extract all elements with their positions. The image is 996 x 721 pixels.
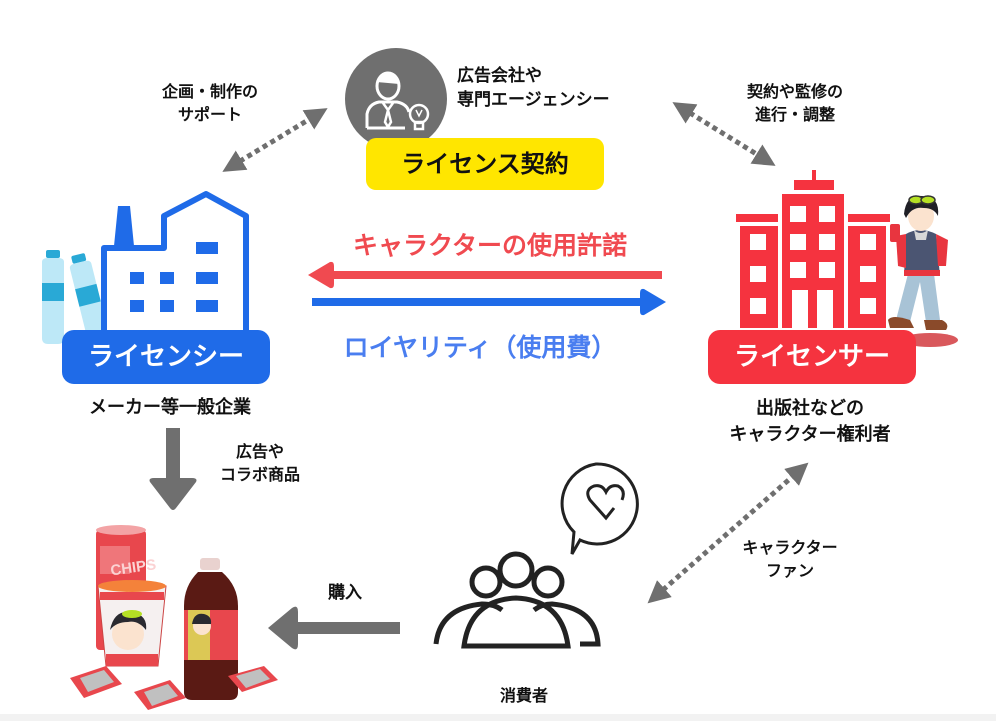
agency-icon bbox=[345, 48, 447, 150]
licensor-description: 出版社などの キャラクター権利者 bbox=[690, 396, 930, 448]
heart-speech-bubble-icon bbox=[560, 462, 639, 555]
agency-licensee-dotted-arrow bbox=[222, 108, 328, 172]
licensee-description: メーカー等一般企業 bbox=[89, 397, 251, 418]
license-contract-label: ライセンス契約 bbox=[401, 150, 569, 178]
advertising-note-line2: コラボ商品 bbox=[219, 465, 300, 484]
factory-icon bbox=[101, 191, 249, 341]
down-arrow bbox=[149, 428, 197, 510]
water-bottle-icon bbox=[42, 250, 64, 344]
character-stickers bbox=[70, 666, 278, 710]
chips-can-label: CHIPS bbox=[109, 556, 157, 579]
consumer-label: 消費者 bbox=[499, 686, 548, 705]
licensee-badge-label: ライセンシー bbox=[87, 342, 244, 372]
collab-products-illustration: CHIPS bbox=[70, 525, 278, 710]
flow-arrows bbox=[308, 261, 666, 316]
people-group-icon bbox=[433, 551, 601, 649]
character-figure bbox=[888, 195, 958, 347]
consumer-illustration bbox=[433, 462, 639, 649]
fan-note: キャラクター ファン bbox=[730, 536, 850, 582]
businessman-lightbulb-icon bbox=[365, 71, 430, 131]
purchase-arrow bbox=[268, 606, 400, 650]
purchase-label: 購入 bbox=[328, 583, 362, 603]
agency-label-line1: 広告会社や bbox=[457, 66, 542, 86]
cola-bottle bbox=[184, 558, 238, 700]
fan-note-line1: キャラクター bbox=[742, 538, 838, 557]
bottom-divider bbox=[0, 714, 996, 721]
agency-label: 広告会社や 専門エージェンシー bbox=[457, 64, 610, 112]
water-bottle-icon bbox=[69, 253, 111, 348]
licensee-badge: ライセンシー bbox=[62, 330, 270, 384]
building-windows bbox=[750, 206, 876, 328]
licensor-description-line1: 出版社などの bbox=[756, 398, 864, 419]
licensor-badge-label: ライセンサー bbox=[733, 342, 890, 372]
agency-licensor-dotted-arrow bbox=[672, 102, 776, 166]
royalty-arrow bbox=[312, 288, 666, 316]
licensor-badge: ライセンサー bbox=[708, 330, 916, 384]
supervision-note-line1: 契約や監修の bbox=[746, 82, 843, 101]
licensor-description-line2: キャラクター権利者 bbox=[729, 424, 891, 445]
license-contract-badge: ライセンス契約 bbox=[366, 138, 604, 190]
licensor-illustration bbox=[736, 170, 958, 347]
fan-note-line2: ファン bbox=[765, 561, 814, 580]
advertising-note-line1: 広告や bbox=[235, 442, 284, 461]
royalty-label: ロイヤリティ（使用費） bbox=[343, 333, 617, 362]
agency-label-line2: 専門エージェンシー bbox=[457, 90, 610, 110]
support-note-line1: 企画・制作の bbox=[161, 82, 258, 101]
advertising-note: 広告や コラボ商品 bbox=[200, 440, 320, 486]
permission-arrow bbox=[308, 261, 662, 289]
permission-label: キャラクターの使用許諾 bbox=[352, 231, 627, 260]
consumer-licensor-dotted-arrow bbox=[647, 462, 809, 604]
licensee-illustration bbox=[42, 191, 249, 348]
cup-noodle bbox=[97, 580, 167, 667]
